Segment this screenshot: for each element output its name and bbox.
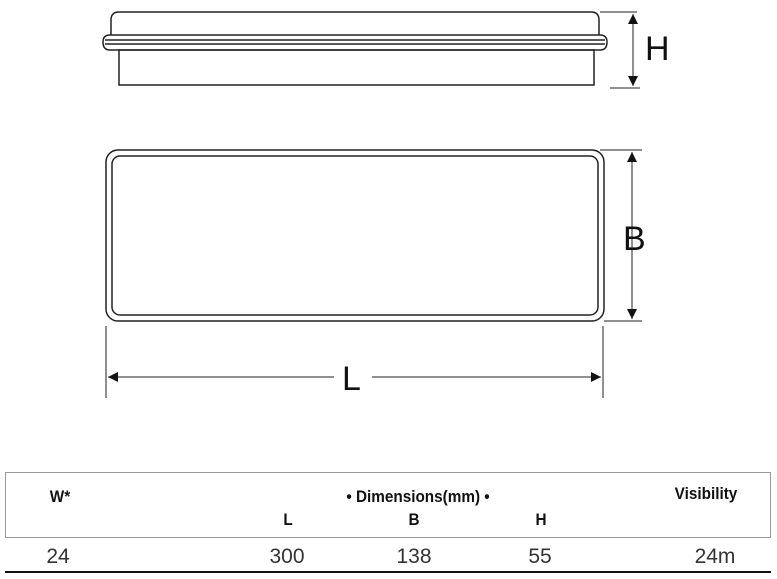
header-length: L (283, 510, 293, 529)
cell-visibility: 24m (694, 545, 736, 568)
spec-table-header (5, 472, 771, 538)
side-view-cap (110, 11, 600, 35)
width-label: B (623, 220, 646, 258)
width-dimension (600, 149, 642, 322)
front-view-outer (105, 149, 605, 322)
header-power: W* (49, 487, 71, 506)
header-visibility: Visibility (674, 484, 738, 503)
header-dimensions: • Dimensions(mm) • (346, 487, 490, 506)
height-dimension (600, 11, 640, 89)
table-bottom-rule (5, 571, 771, 573)
side-view (102, 11, 608, 86)
side-view-flange (102, 34, 608, 51)
length-dimension (105, 326, 604, 398)
side-view-body (118, 49, 595, 86)
cell-power: 24 (46, 545, 70, 568)
cell-width: 138 (396, 545, 432, 568)
length-label: L (342, 360, 361, 398)
cell-height: 55 (528, 545, 552, 568)
front-view (105, 149, 605, 322)
front-view-inner (111, 155, 599, 316)
height-label: H (645, 30, 670, 68)
cell-length: 300 (269, 545, 305, 568)
header-width: B (408, 510, 420, 529)
header-height: H (535, 510, 547, 529)
